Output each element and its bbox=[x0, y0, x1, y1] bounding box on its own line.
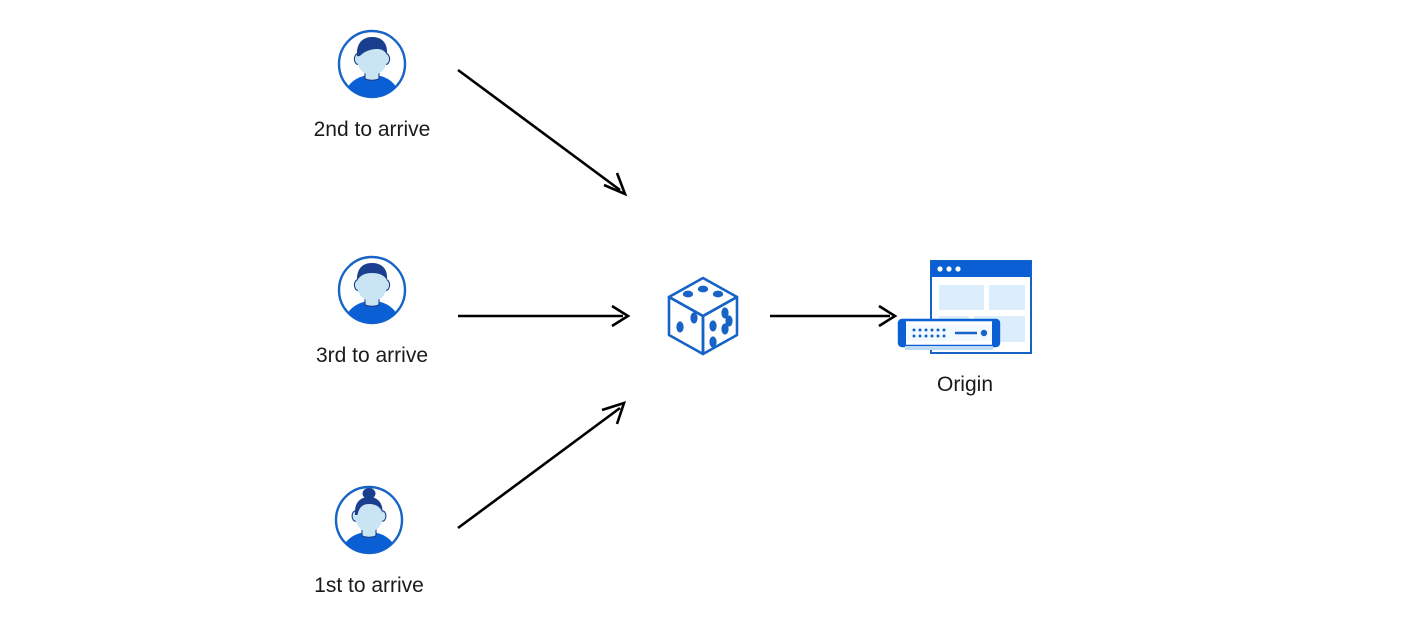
node-label-user-2nd: 2nd to arrive bbox=[313, 118, 431, 141]
server-device-icon bbox=[897, 318, 1001, 350]
node-randomizer[interactable] bbox=[659, 272, 747, 360]
node-user-2nd[interactable]: 2nd to arrive bbox=[302, 28, 442, 140]
node-label-user-1st: 1st to arrive bbox=[314, 574, 424, 597]
node-user-1st[interactable]: 1st to arrive bbox=[299, 484, 439, 596]
node-label-user-3rd: 3rd to arrive bbox=[315, 344, 429, 367]
edge-2nd-to-dice bbox=[457, 68, 628, 197]
edge-1st-to-dice bbox=[457, 400, 627, 530]
user-avatar-short-hair-icon bbox=[337, 255, 407, 325]
edge-3rd-to-dice bbox=[458, 304, 631, 328]
user-avatar-bun-hair-icon bbox=[334, 485, 404, 555]
node-user-3rd[interactable]: 3rd to arrive bbox=[302, 254, 442, 366]
edge-dice-to-origin bbox=[770, 304, 898, 328]
user-avatar-short-hair-icon bbox=[337, 29, 407, 99]
dice-cube-icon bbox=[667, 276, 739, 356]
node-origin[interactable]: Origin bbox=[895, 258, 1035, 395]
origin-server-browser-icon bbox=[897, 260, 1032, 354]
node-label-origin: Origin bbox=[936, 373, 994, 396]
